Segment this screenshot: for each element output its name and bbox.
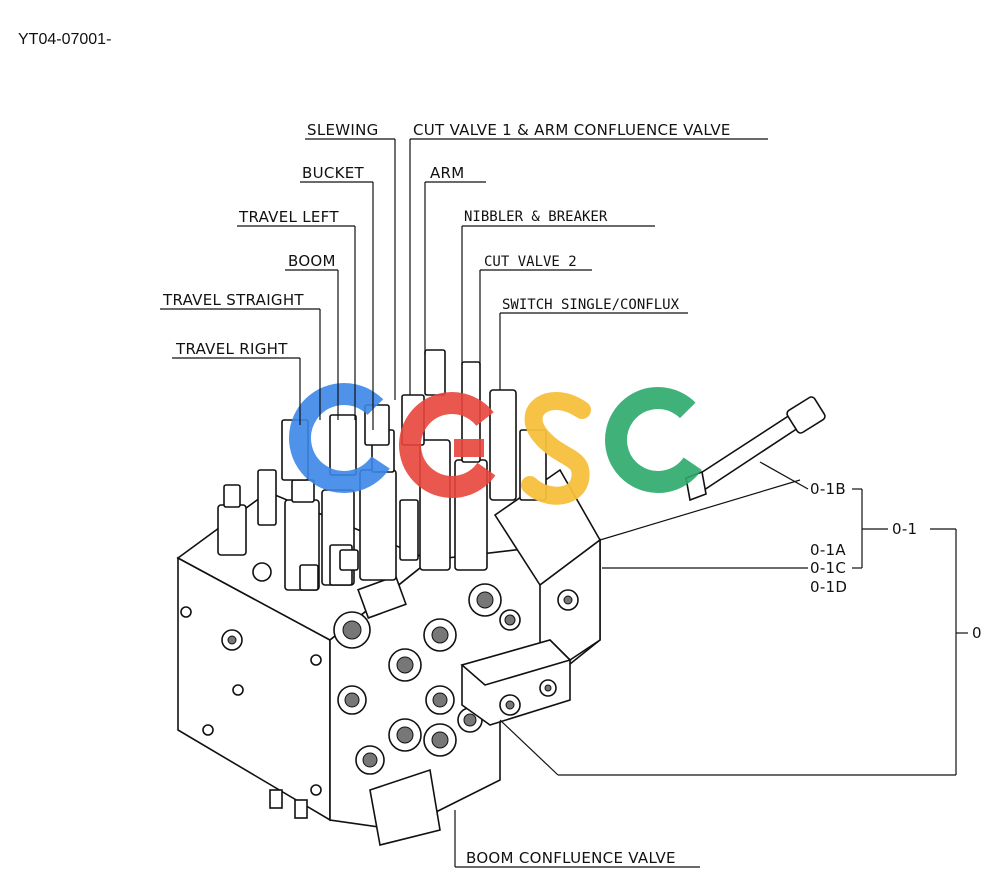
part-0-1c: 0-1C [810, 559, 846, 577]
callout-bucket: BUCKET [302, 164, 365, 182]
callout-nibbler-breaker: NIBBLER & BREAKER [464, 209, 608, 225]
callout-travel-left: TRAVEL LEFT [238, 208, 339, 226]
callout-cut-valve-2: CUT VALVE 2 [484, 254, 577, 270]
document-code: YT04-07001- [18, 31, 111, 48]
callout-boom-confluence-valve: BOOM CONFLUENCE VALVE [466, 849, 676, 867]
part-0-1: 0-1 [892, 520, 917, 538]
watermark-c-green [605, 387, 711, 493]
control-valve-drawing [176, 349, 826, 846]
callout-cut-valve-1: CUT VALVE 1 & ARM CONFLUENCE VALVE [413, 121, 731, 139]
part-0-1d: 0-1D [810, 578, 847, 596]
callout-travel-straight: TRAVEL STRAIGHT [162, 291, 304, 309]
watermark-logo [289, 383, 711, 505]
part-0-1a: 0-1A [810, 541, 846, 559]
callout-switch-single-conflux: SWITCH SINGLE/CONFLUX [502, 297, 680, 313]
leader-lines [160, 138, 968, 868]
watermark-s-yellow [521, 392, 591, 505]
callout-boom: BOOM [288, 252, 336, 270]
callout-travel-right: TRAVEL RIGHT [175, 340, 288, 358]
callout-arm: ARM [430, 164, 465, 182]
part-0: 0 [972, 624, 982, 642]
watermark-c-blue [289, 383, 399, 493]
part-0-1b: 0-1B [810, 480, 846, 498]
callout-slewing: SLEWING [307, 121, 379, 139]
